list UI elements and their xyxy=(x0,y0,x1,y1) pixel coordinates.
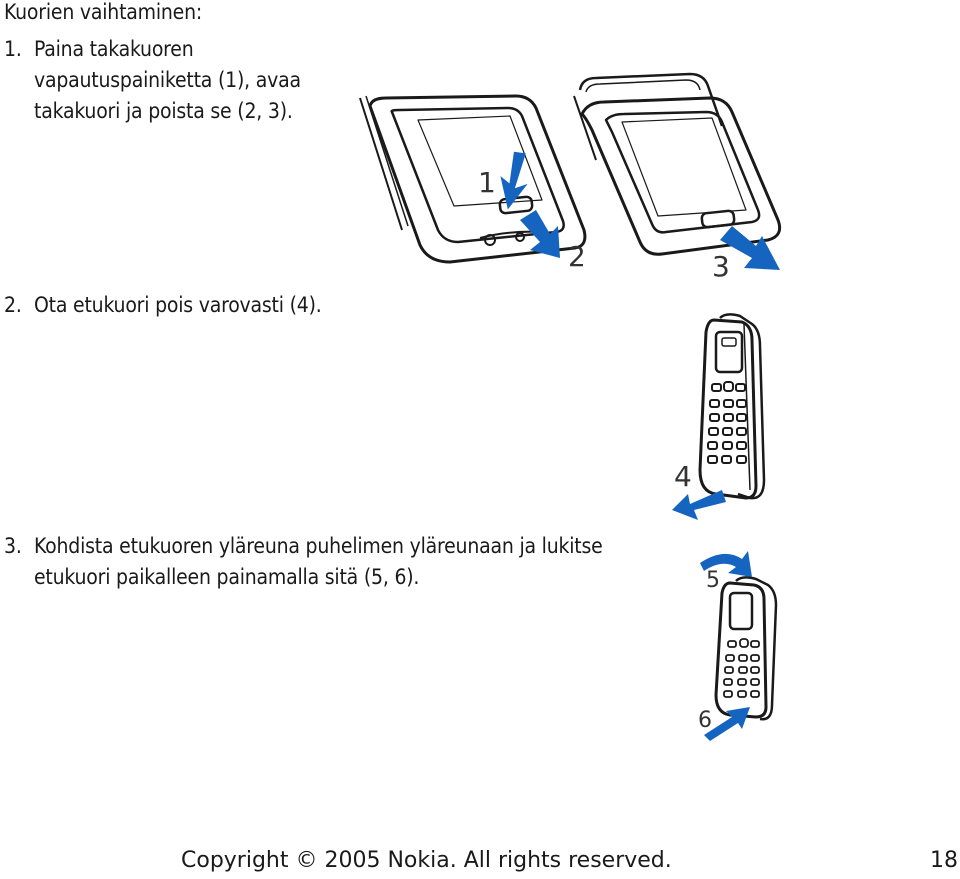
step-3-number: 3. xyxy=(4,534,22,558)
label-2: 2 xyxy=(568,240,586,273)
step-2: 2. Ota etukuori pois varovasti (4). xyxy=(4,290,322,321)
step-1: 1. Paina takakuoren vapautuspainiketta (1… xyxy=(4,34,301,127)
step-1-line-1: Paina takakuoren xyxy=(34,37,194,61)
front-cover-attach-illustration: 5 6 xyxy=(698,551,778,741)
label-4: 4 xyxy=(674,460,692,493)
label-6: 6 xyxy=(698,708,712,733)
step-3-line-1: Kohdista etukuoren yläreuna puhelimen yl… xyxy=(34,534,603,558)
label-1: 1 xyxy=(478,166,496,199)
step-1-number: 1. xyxy=(4,37,22,61)
step-3: 3. Kohdista etukuoren yläreuna puhelimen … xyxy=(4,531,603,593)
step-3-line-2: etukuori paikalleen painamalla sitä (5, … xyxy=(34,565,420,589)
step-2-line-1: Ota etukuori pois varovasti (4). xyxy=(34,293,322,317)
label-5: 5 xyxy=(706,568,720,593)
step-1-line-2: vapautuspainiketta (1), avaa xyxy=(34,68,301,92)
step-1-line-3: takakuori ja poista se (2, 3). xyxy=(34,99,293,123)
label-3: 3 xyxy=(712,250,730,283)
section-title: Kuorien vaihtaminen: xyxy=(4,0,203,24)
back-cover-removal-illustration: 1 2 3 xyxy=(359,72,782,283)
page-number: 18 xyxy=(930,848,958,873)
step-2-number: 2. xyxy=(4,293,22,317)
footer-copyright: Copyright © 2005 Nokia. All rights reser… xyxy=(181,848,672,873)
front-cover-removal-illustration: 4 xyxy=(672,313,766,520)
